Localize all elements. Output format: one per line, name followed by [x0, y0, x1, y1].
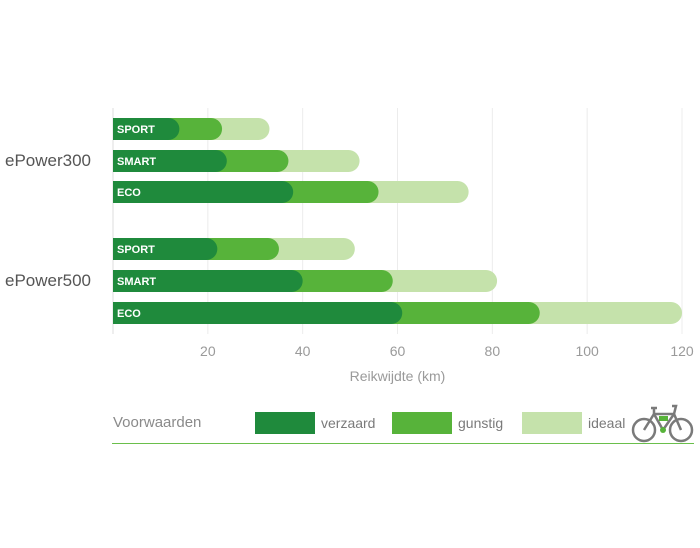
bar-label-epower500-eco: ECO — [117, 308, 141, 320]
legend-swatch-gunstig — [392, 412, 452, 434]
legend-swatch-verzaard — [255, 412, 315, 434]
x-tick-label-120: 120 — [670, 343, 694, 359]
x-tick-label-80: 80 — [485, 343, 501, 359]
bar-epower300-sport-verzaard — [113, 118, 180, 140]
bar-epower300-eco-verzaard — [113, 181, 294, 203]
e-bike-icon — [631, 404, 694, 443]
legend-title: Voorwaarden — [113, 414, 202, 431]
legend-label-ideaal: ideaal — [588, 415, 626, 431]
legend-item-ideaal: ideaal — [522, 412, 625, 434]
legend-item-gunstig: gunstig — [392, 412, 503, 434]
legend-divider — [112, 443, 694, 444]
legend-label-gunstig: gunstig — [458, 415, 504, 431]
legend-label-verzaard: verzaard — [321, 415, 376, 431]
bar-epower500-sport-verzaard — [113, 238, 218, 260]
legend-swatch-ideaal — [522, 412, 582, 434]
bar-label-epower300-sport: SPORT — [117, 124, 155, 136]
legend-item-verzaard: verzaard — [255, 412, 375, 434]
bar-label-epower500-sport: SPORT — [117, 244, 155, 256]
bar-epower500-eco-verzaard — [113, 302, 403, 324]
x-tick-label-20: 20 — [200, 343, 216, 359]
group-label-epower500: ePower500 — [5, 271, 92, 290]
x-tick-label-100: 100 — [575, 343, 599, 359]
x-tick-label-40: 40 — [295, 343, 311, 359]
x-axis-label: Reikwijdte (km) — [350, 368, 446, 384]
bar-label-epower500-smart: SMART — [117, 276, 156, 288]
bar-label-epower300-smart: SMART — [117, 156, 156, 168]
bar-epower500-smart-verzaard — [113, 270, 303, 292]
group-label-epower300: ePower300 — [5, 151, 92, 170]
x-tick-label-60: 60 — [390, 343, 406, 359]
bar-label-epower300-eco: ECO — [117, 187, 141, 199]
bar-epower300-smart-verzaard — [113, 150, 227, 172]
